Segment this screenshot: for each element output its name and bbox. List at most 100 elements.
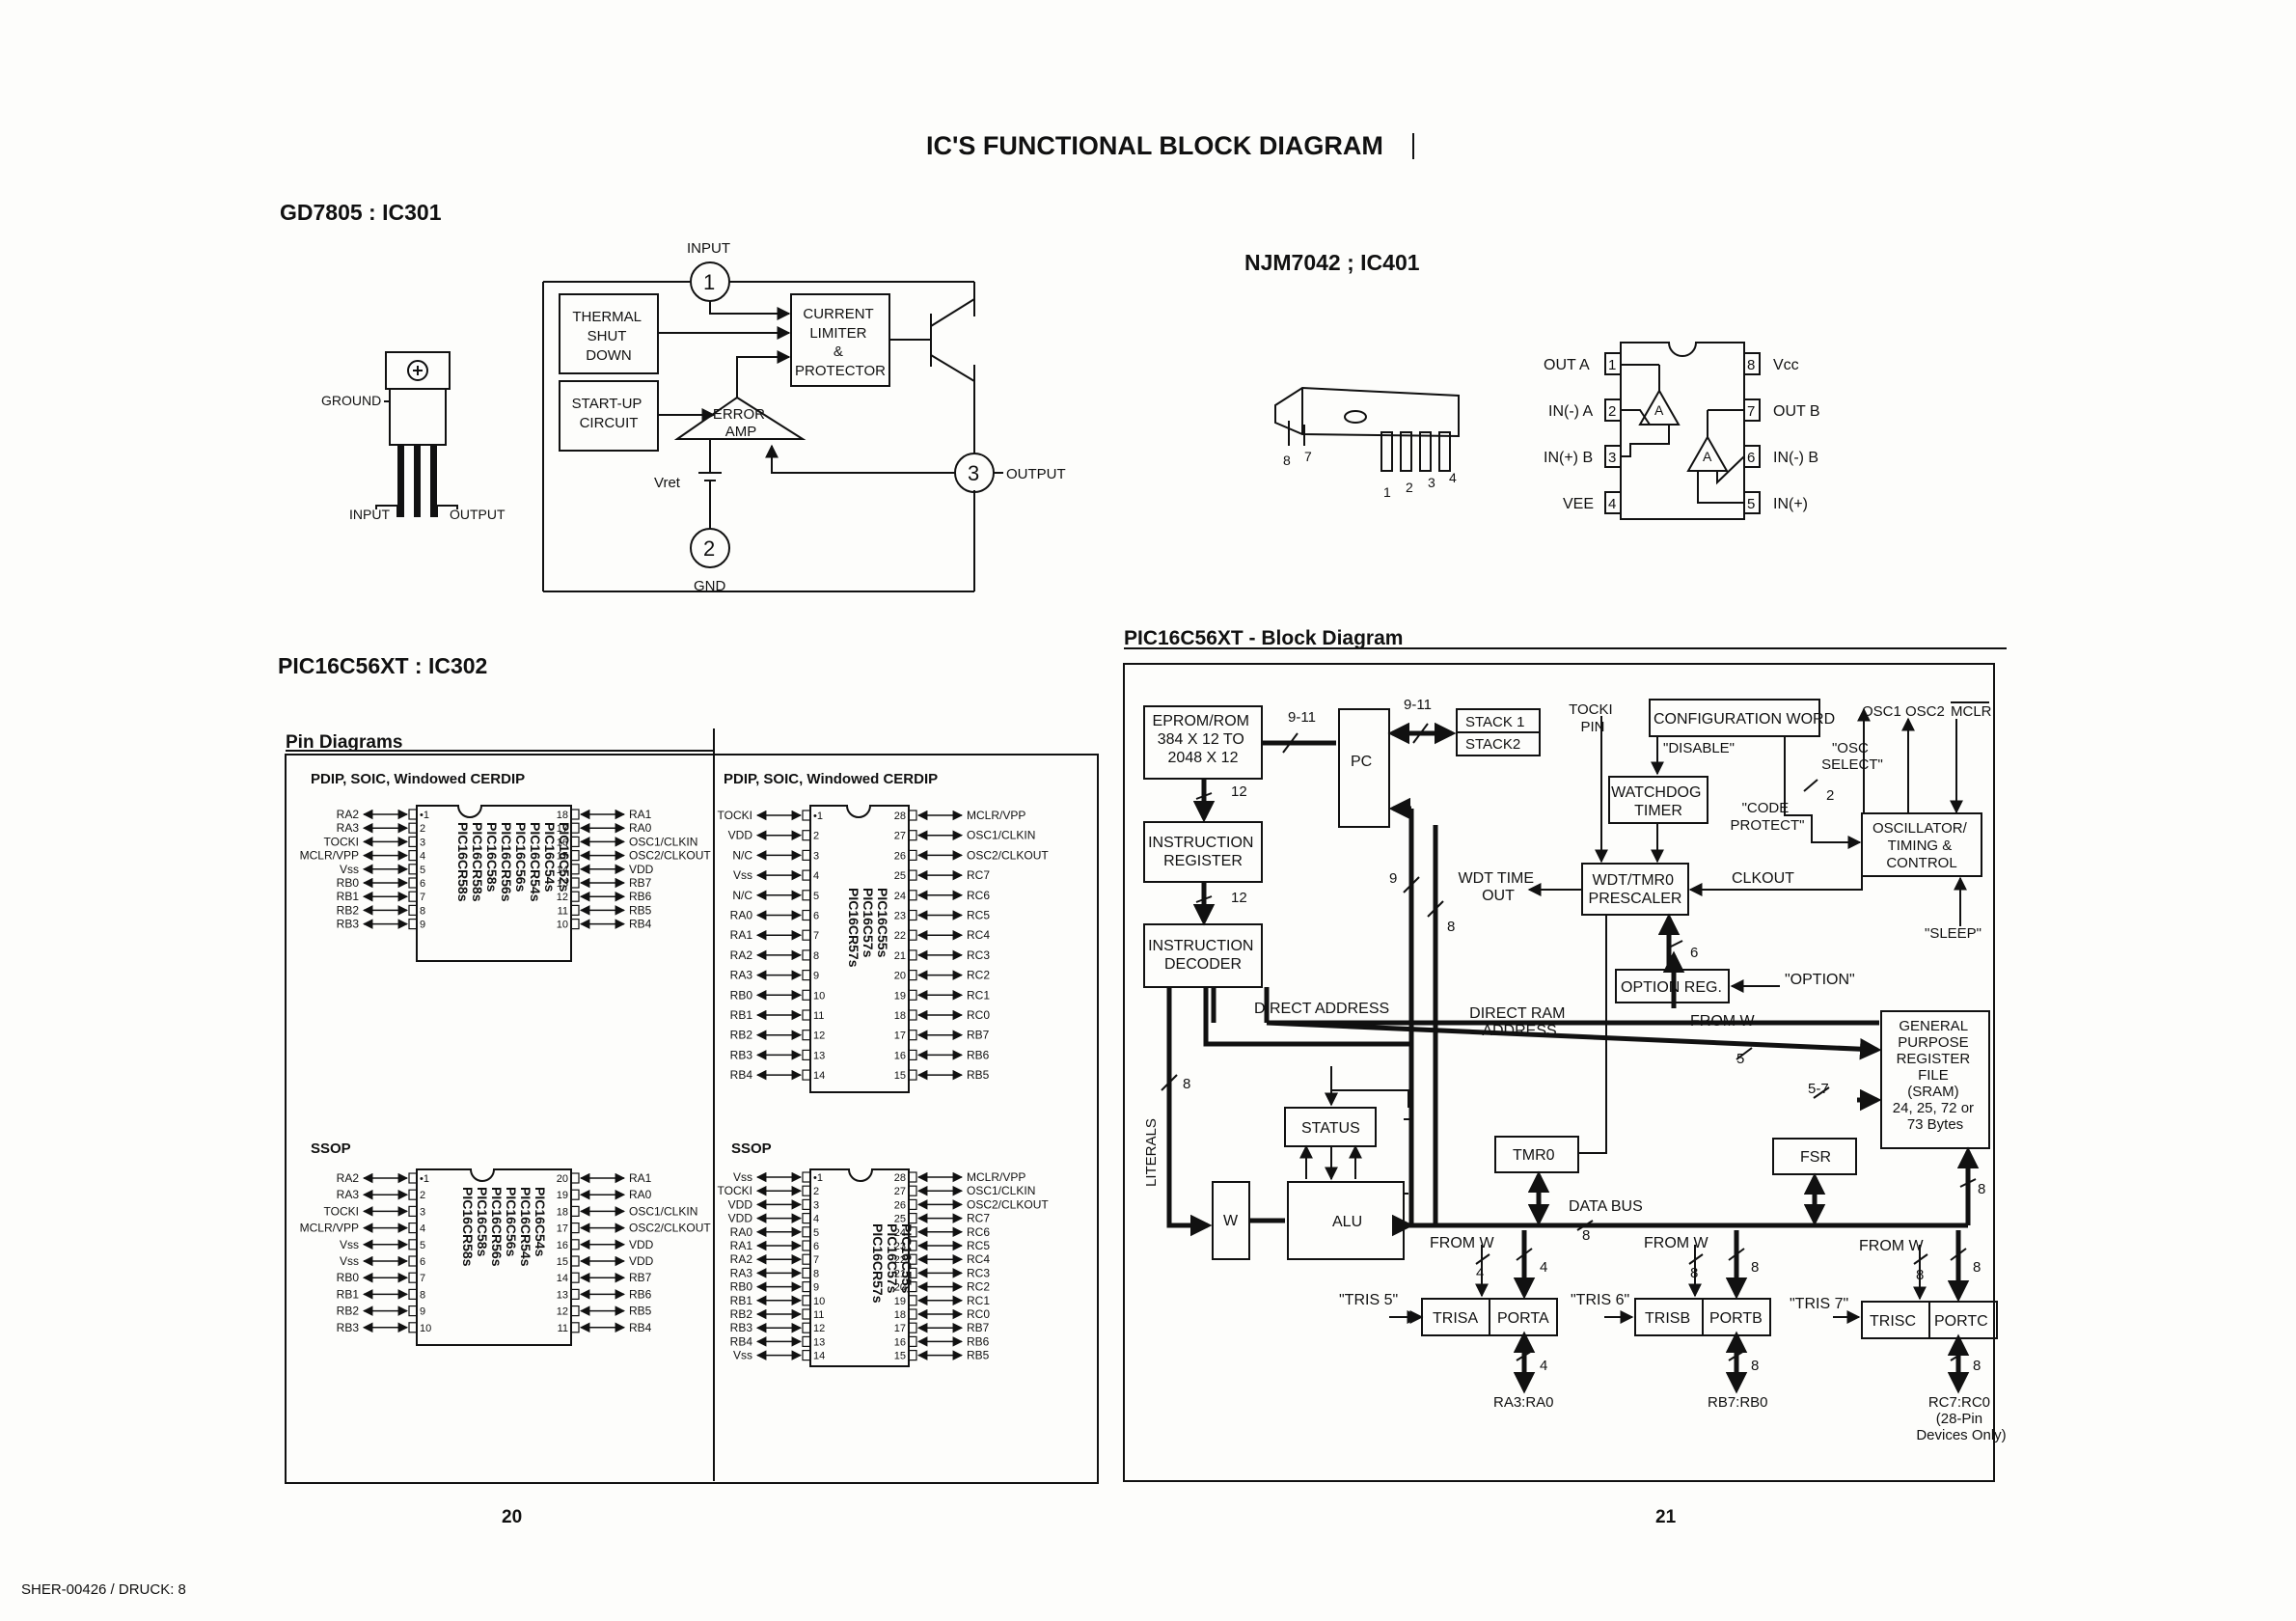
pin-number: 3 <box>420 837 425 848</box>
pdip28-part-numbers: PIC16C55s PIC16C57s PIC16CR57s <box>846 888 890 968</box>
pin-number: 20 <box>557 1173 568 1185</box>
pin-name: RB5 <box>967 1068 990 1082</box>
pin-number: 19 <box>894 1296 906 1307</box>
pin-pad <box>908 989 917 1001</box>
pin-pad <box>408 864 418 875</box>
thermal-shutdown-block: THERMAL SHUT DOWN <box>572 309 644 364</box>
part-label: PIC16CR54s <box>518 1187 533 1267</box>
trisc-label: TRISC <box>1870 1313 1916 1330</box>
pin6-num: 6 <box>1747 450 1755 466</box>
pin-number: 2 <box>420 1190 425 1201</box>
pin-number: 27 <box>894 831 906 842</box>
pin-name: N/C <box>732 848 752 862</box>
pin-pad <box>802 1212 811 1224</box>
pin-name: RB1 <box>730 1008 753 1022</box>
output-pin-label: OUTPUT <box>450 507 506 522</box>
rc-line-1: RC7:RC0 <box>1928 1394 1990 1411</box>
pin-name: Vss <box>733 868 752 882</box>
pin-pad <box>802 849 811 862</box>
portb-label: PORTB <box>1709 1310 1763 1327</box>
limiter-line-1: CURRENT <box>803 306 873 322</box>
pin3-num: 3 <box>1608 450 1616 466</box>
w8b: 8 <box>1183 1076 1190 1092</box>
pin-name: MCLR/VPP <box>967 1170 1025 1184</box>
thermal-line-1: THERMAL <box>572 309 641 325</box>
pin-name: MCLR/VPP <box>300 849 359 863</box>
pin-pad <box>570 1239 580 1250</box>
pin-name: VDD <box>629 863 654 876</box>
pin-name: RB4 <box>730 1334 753 1348</box>
pin-name: RA0 <box>730 1225 753 1239</box>
pin-number: 19 <box>557 1190 568 1201</box>
pin-number: •1 <box>813 1172 823 1184</box>
pic-block-diagram: PIC16C56XT - Block Diagram <box>1123 627 2007 1482</box>
pin-number: 13 <box>557 878 568 890</box>
part-label: PIC16CR58s <box>455 822 471 902</box>
pin1-num: 1 <box>1608 357 1616 373</box>
opamp-a-letter: A <box>1654 402 1664 418</box>
pin-name: MCLR/VPP <box>967 809 1025 822</box>
limiter-line-4: PROTECTOR <box>795 363 886 379</box>
pin-pad <box>570 864 580 875</box>
literals-label: LITERALS <box>1143 1118 1160 1187</box>
pin-pad <box>802 869 811 881</box>
ssop28-part-numbers: PIC16C55s PIC16C57s PIC16CR57s <box>870 1223 915 1304</box>
outa-label: OUT A <box>1544 357 1590 373</box>
regulator-schematic <box>542 261 1003 592</box>
pin-name: RB4 <box>629 918 652 931</box>
pin-pad <box>802 1240 811 1251</box>
pin-name: OSC2/CLKOUT <box>967 848 1049 862</box>
pin-pad <box>408 1322 418 1333</box>
pin-number: 16 <box>557 1240 568 1251</box>
ra-pins-label: RA3:RA0 <box>1493 1394 1554 1411</box>
rc-pins-label: RC7:RC0 (28-Pin Devices Only) <box>1916 1394 2006 1443</box>
pin-name: TOCKI <box>718 1184 752 1197</box>
pin-pad <box>408 891 418 902</box>
part-label: PIC16CR54s <box>528 822 543 902</box>
pin-pad <box>570 1272 580 1283</box>
pin-name: RB6 <box>629 1287 652 1301</box>
pin-number: 11 <box>558 905 568 917</box>
pin-pad <box>802 1253 811 1265</box>
alu-box <box>1287 1181 1405 1260</box>
pkg-pin3-label: 3 <box>1428 475 1435 490</box>
w8e: 8 <box>1690 1265 1698 1281</box>
pin-number: 9 <box>813 1282 819 1294</box>
pin-number: 26 <box>894 850 906 862</box>
pin-pad <box>908 949 917 961</box>
pin-pad <box>408 1272 418 1283</box>
pin-pad <box>802 909 811 921</box>
pin-pad <box>408 1222 418 1234</box>
limiter-line-3: & <box>834 343 843 360</box>
pin-number: 3 <box>420 1206 425 1218</box>
w12a: 12 <box>1231 783 1247 800</box>
pin-pad <box>802 830 811 841</box>
pin-name: RA2 <box>730 948 753 962</box>
pin-name: RA2 <box>730 1252 753 1266</box>
eprom-line-1: EPROM/ROM <box>1153 713 1249 729</box>
pre-line-2: PRESCALER <box>1589 891 1682 907</box>
watchdog-label: WATCHDOG TIMER <box>1611 784 1706 819</box>
id-line-1: INSTRUCTION <box>1148 938 1253 954</box>
porta-label: PORTA <box>1497 1310 1549 1327</box>
wdt-line-1: WDT TIME <box>1459 870 1535 887</box>
pin-name: VDD <box>728 829 753 842</box>
part-label: PIC16CR58s <box>460 1187 476 1267</box>
pin-number: •1 <box>813 810 823 822</box>
pin-pad <box>570 1305 580 1317</box>
pin-number: 5 <box>813 1227 819 1239</box>
part-label: PIC16C58s <box>475 1187 490 1257</box>
w8a: 8 <box>1447 919 1455 935</box>
pin-pad <box>802 969 811 981</box>
pin2-num: 2 <box>1608 403 1616 420</box>
pin-name: OSC1/CLKIN <box>967 829 1035 842</box>
pin-number: 12 <box>813 1323 825 1334</box>
pin-number: 4 <box>813 870 819 882</box>
pin-pad <box>570 1255 580 1267</box>
pin4-num: 4 <box>1608 496 1616 512</box>
page-number-left: 20 <box>502 1507 522 1527</box>
id-label: INSTRUCTION DECODER <box>1148 938 1258 973</box>
pin-pad <box>408 1189 418 1200</box>
pin-diagrams-heading: Pin Diagrams <box>286 732 402 753</box>
